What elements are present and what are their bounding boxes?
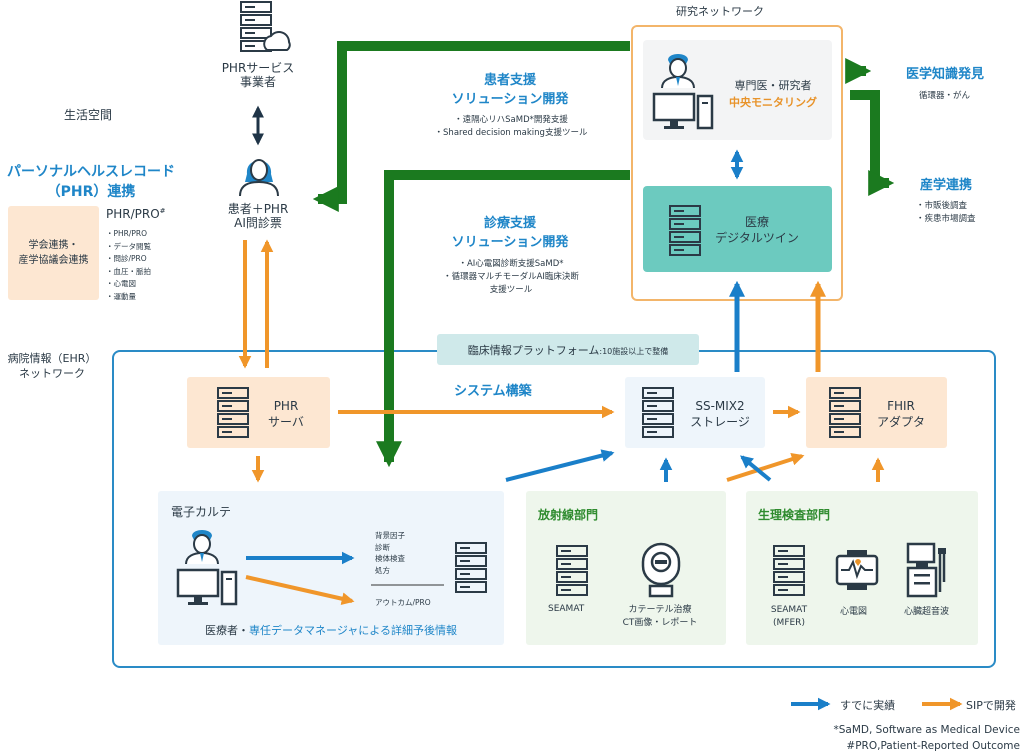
server-cloud-icon [240,1,291,52]
phr-service-label: PHRサービス事業者 [221,61,295,89]
platform-tag [437,334,699,365]
blue-arrow-ehr-to-ssmix [505,449,615,482]
phr-link-title: パーソナルヘルスレコード（PHR）連携 [7,164,175,200]
physiology-title: 生理検査部門 [758,508,831,522]
ehr-box [158,491,504,645]
system-build-label: システム構築 [454,384,532,399]
legend-done-label: すでに実績 [840,699,896,712]
patient-support-title: 患者支援ソリューション開発 [451,73,569,107]
phr-pro-mark: # [159,207,166,215]
ssmix-server-icon [642,387,674,438]
life-space-label: 生活空間 [64,108,113,122]
phr-server-icon [217,387,249,438]
specialist-label: 専門医・研究者中央モニタリング [729,79,817,109]
industry-items: ・市販後調査・疾患市場調査 [916,201,976,224]
ehr-outcome: アウトカム/PRO [375,598,431,607]
green-arrow-clinical-support [376,170,630,468]
medical-knowledge-title: 医学知識発見 [906,67,985,82]
footnote-samd: *SaMD, Software as Medical Device [833,724,1020,736]
industry-title: 産学連携 [920,178,973,193]
green-arrow-patient-support [312,41,630,212]
orange-arrow-radiology-to-fhir [726,453,805,482]
radiology-server-icon [556,545,588,596]
legend-sip-label: SIPで開発 [966,699,1016,712]
seamat-mfer-label: SEAMAT(MFER) [770,605,808,628]
ultrasound-machine-icon [906,542,946,598]
patient-icon [239,159,279,197]
server-icon [669,205,701,256]
blue-arrow-physio-to-ssmix [740,455,772,482]
footnote-pro: #PRO,Patient-Reported Outcome [846,740,1020,752]
fhir-server-icon [829,387,861,438]
ehr-server-icon [455,542,487,593]
echo-label: 心臓超音波 [904,607,950,617]
ehr-title: 電子カルテ [171,505,232,519]
digital-twin-label: 医療デジタルツイン [715,215,799,245]
phr-pro-title: PHR/PRO# [106,207,166,221]
ecg-monitor-icon [835,550,879,590]
phr-server-box [187,377,330,448]
patient-support-items: ・遠隔心リハSaMD*開発支援・Shared decision making支援… [434,115,588,138]
academic-box [8,206,99,300]
hospital-network-label: 病院情報（EHR）ネットワーク [7,352,97,380]
medical-knowledge-sub: 循環器・がん [919,91,971,101]
ehr-items: 背景因子診断検体検査処方 [375,531,405,575]
clinical-support-title: 診療支援ソリューション開発 [451,216,569,250]
orange-arrow-ehr-outcome [245,575,355,605]
ehr-footer: 医療者・専任データマネージャによる詳細予後情報 [205,624,457,637]
ct-scanner-icon [641,542,681,598]
research-network-label: 研究ネットワーク [676,5,764,18]
radiology-seamat-label: SEAMAT [548,604,585,614]
clinical-support-items: ・AI心電図診断支援SaMD*・循環器マルチモーダルAI臨床決断支援ツール [443,259,579,295]
phr-pro-list: ・PHR/PRO ・データ閲覧 ・問診/PRO ・血圧・脈拍 ・心電図 ・運動量 [106,229,151,301]
ecg-label: 心電図 [840,607,868,617]
radiology-title: 放射線部門 [538,508,599,522]
platform-label: 臨床情報プラットフォーム:10施設以上で整備 [467,344,669,357]
ehr-doctor-computer-icon [176,530,238,606]
academic-label: 学会連携・産学協議会連携 [18,240,89,266]
green-arrow-industry [850,90,895,196]
doctor-computer-icon [652,54,714,130]
physiology-server-icon [773,545,805,596]
